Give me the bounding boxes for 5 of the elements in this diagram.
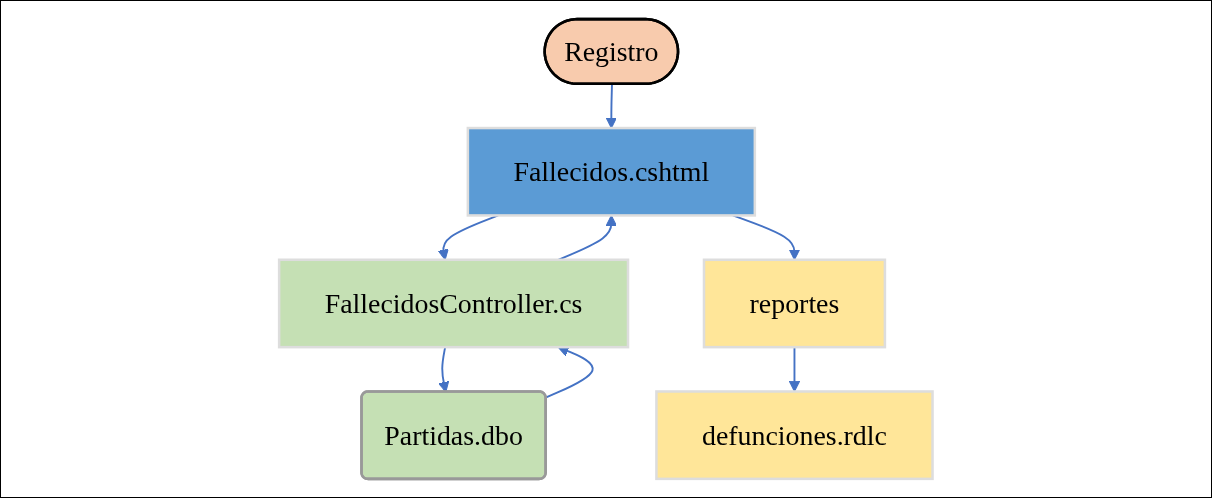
arrow <box>605 83 618 129</box>
node-box: defunciones.rdlc <box>655 390 934 481</box>
node-box: Fallecidos.cshtml <box>466 126 757 217</box>
node-box: FallecidosController.cs <box>278 258 630 349</box>
node-box: reportes <box>702 258 887 349</box>
